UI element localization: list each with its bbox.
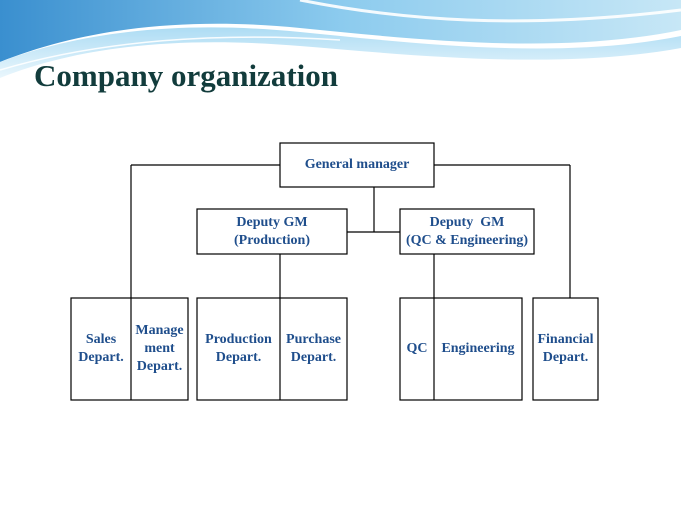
production-purchase-group [196, 297, 348, 401]
qc-department: QC [406, 341, 428, 356]
management-department: Manage ment Depart. [135, 323, 184, 374]
purchase-department: Purchase Depart. [286, 332, 341, 365]
header-wave-decoration [0, 0, 681, 78]
sales-department: Sales Depart. [78, 332, 124, 365]
production-department: Production Depart. [205, 332, 272, 365]
deputy-qc-label: Deputy GM (QC & Engineering) [405, 214, 529, 248]
financial-box [532, 297, 599, 401]
slide-title: Company organization [34, 58, 338, 93]
financial-department: Financial Depart. [537, 332, 594, 365]
general-manager-label: General manager [304, 157, 410, 172]
sales-management-group [70, 297, 189, 401]
qc-engineering-group [399, 297, 523, 401]
engineering-department: Engineering [441, 341, 515, 356]
deputy-production-label: Deputy GM (Production) [234, 214, 310, 248]
